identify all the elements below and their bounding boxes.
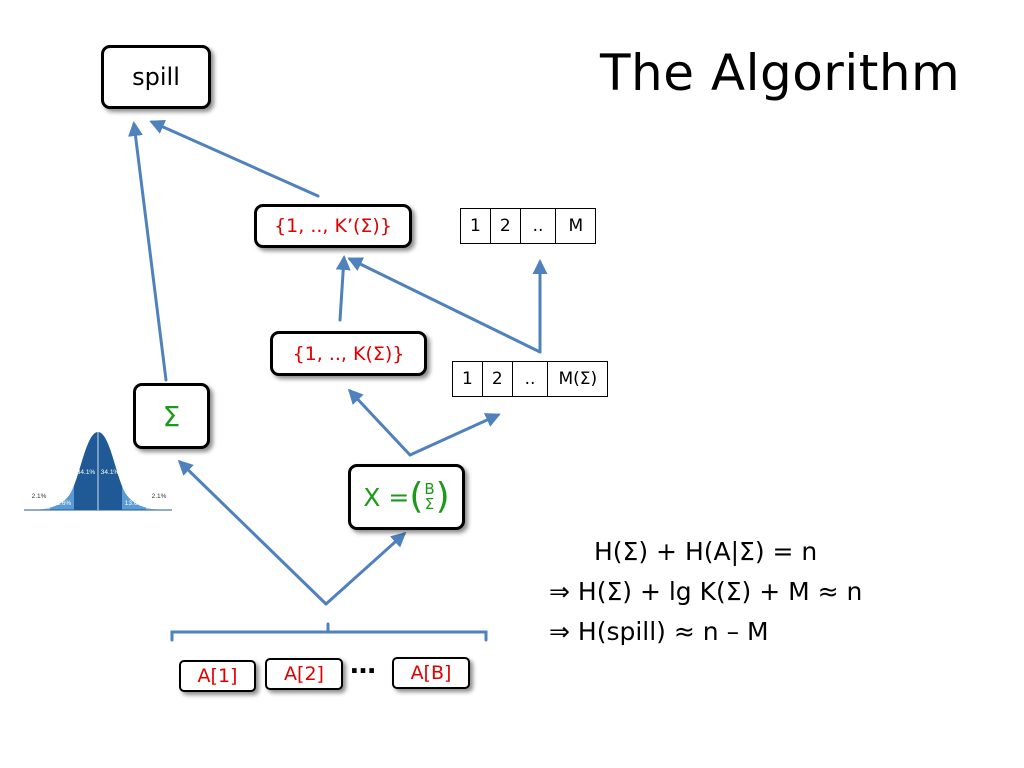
input-ellipsis: … bbox=[350, 650, 376, 680]
input-a1: A[1] bbox=[179, 660, 256, 692]
top-array: 1 2 .. M bbox=[460, 208, 597, 244]
arrow-inputs-to-sigma bbox=[177, 459, 328, 606]
left-paren: ( bbox=[409, 476, 424, 517]
binomial-bottom: Σ bbox=[424, 495, 435, 513]
formula-line-3: ⇒ H(spill) ≈ n – M bbox=[549, 617, 769, 646]
bell-label: 34.1% bbox=[77, 469, 96, 476]
bell-label: 13.6% bbox=[53, 500, 72, 507]
bell-label: 2.1% bbox=[32, 493, 47, 500]
x-lhs: X = bbox=[363, 482, 410, 512]
bottom-array-cell: M(Σ) bbox=[547, 361, 609, 397]
normal-distribution-image: 2.1% 13.6% 34.1% 34.1% 13.6% 2.1% bbox=[24, 432, 172, 511]
k-prime-set-label: {1, .., K’(Σ)} bbox=[274, 215, 392, 237]
k-set-label: {1, .., K(Σ)} bbox=[292, 342, 405, 365]
arrow-arr-to-kprime bbox=[347, 257, 542, 354]
bottom-array: 1 2 .. M(Σ) bbox=[452, 361, 609, 397]
arrow-x-to-array bbox=[408, 413, 501, 457]
slide-title: The Algorithm bbox=[600, 44, 961, 102]
spill-label: spill bbox=[132, 63, 180, 91]
binomial-top: B bbox=[424, 480, 435, 498]
formula-line-1: H(Σ) + H(A|Σ) = n bbox=[594, 537, 818, 566]
input-ab-label: A[B] bbox=[410, 662, 452, 684]
bell-label: 34.1% bbox=[101, 469, 120, 476]
arrow-sigma-to-spill bbox=[128, 121, 168, 382]
bottom-array-cell: 1 bbox=[452, 361, 483, 397]
arrow-k-to-kprime bbox=[335, 255, 351, 322]
top-array-cell: 2 bbox=[489, 208, 521, 244]
bell-label: 13.6% bbox=[125, 500, 144, 507]
input-a1-label: A[1] bbox=[197, 665, 238, 687]
input-ab: A[B] bbox=[392, 657, 470, 689]
x-node: X = ( B Σ ) bbox=[348, 464, 465, 530]
arrow-kprime-to-spill bbox=[149, 120, 320, 198]
input-brace bbox=[170, 622, 488, 642]
k-set-node: {1, .., K(Σ)} bbox=[270, 331, 427, 376]
top-array-cell: .. bbox=[519, 208, 557, 244]
top-array-cell: 1 bbox=[460, 208, 491, 244]
input-a2: A[2] bbox=[265, 658, 343, 690]
x-formula: X = ( B Σ ) bbox=[363, 479, 449, 515]
binomial: B Σ bbox=[424, 482, 434, 512]
input-a2-label: A[2] bbox=[284, 663, 324, 685]
arrow-x-to-k bbox=[347, 388, 412, 457]
top-array-cell: M bbox=[555, 208, 597, 244]
sigma-node: Σ bbox=[133, 383, 210, 449]
formula-line-2: ⇒ H(Σ) + lg K(Σ) + M ≈ n bbox=[549, 577, 863, 606]
k-prime-set-node: {1, .., K’(Σ)} bbox=[254, 204, 412, 248]
right-paren: ) bbox=[435, 476, 450, 517]
arrow-inputs-to-x bbox=[324, 531, 407, 606]
bottom-array-cell: 2 bbox=[481, 361, 513, 397]
sigma-label: Σ bbox=[162, 399, 181, 433]
bell-label: 2.1% bbox=[152, 493, 167, 500]
spill-node: spill bbox=[101, 45, 211, 109]
bottom-array-cell: .. bbox=[511, 361, 549, 397]
